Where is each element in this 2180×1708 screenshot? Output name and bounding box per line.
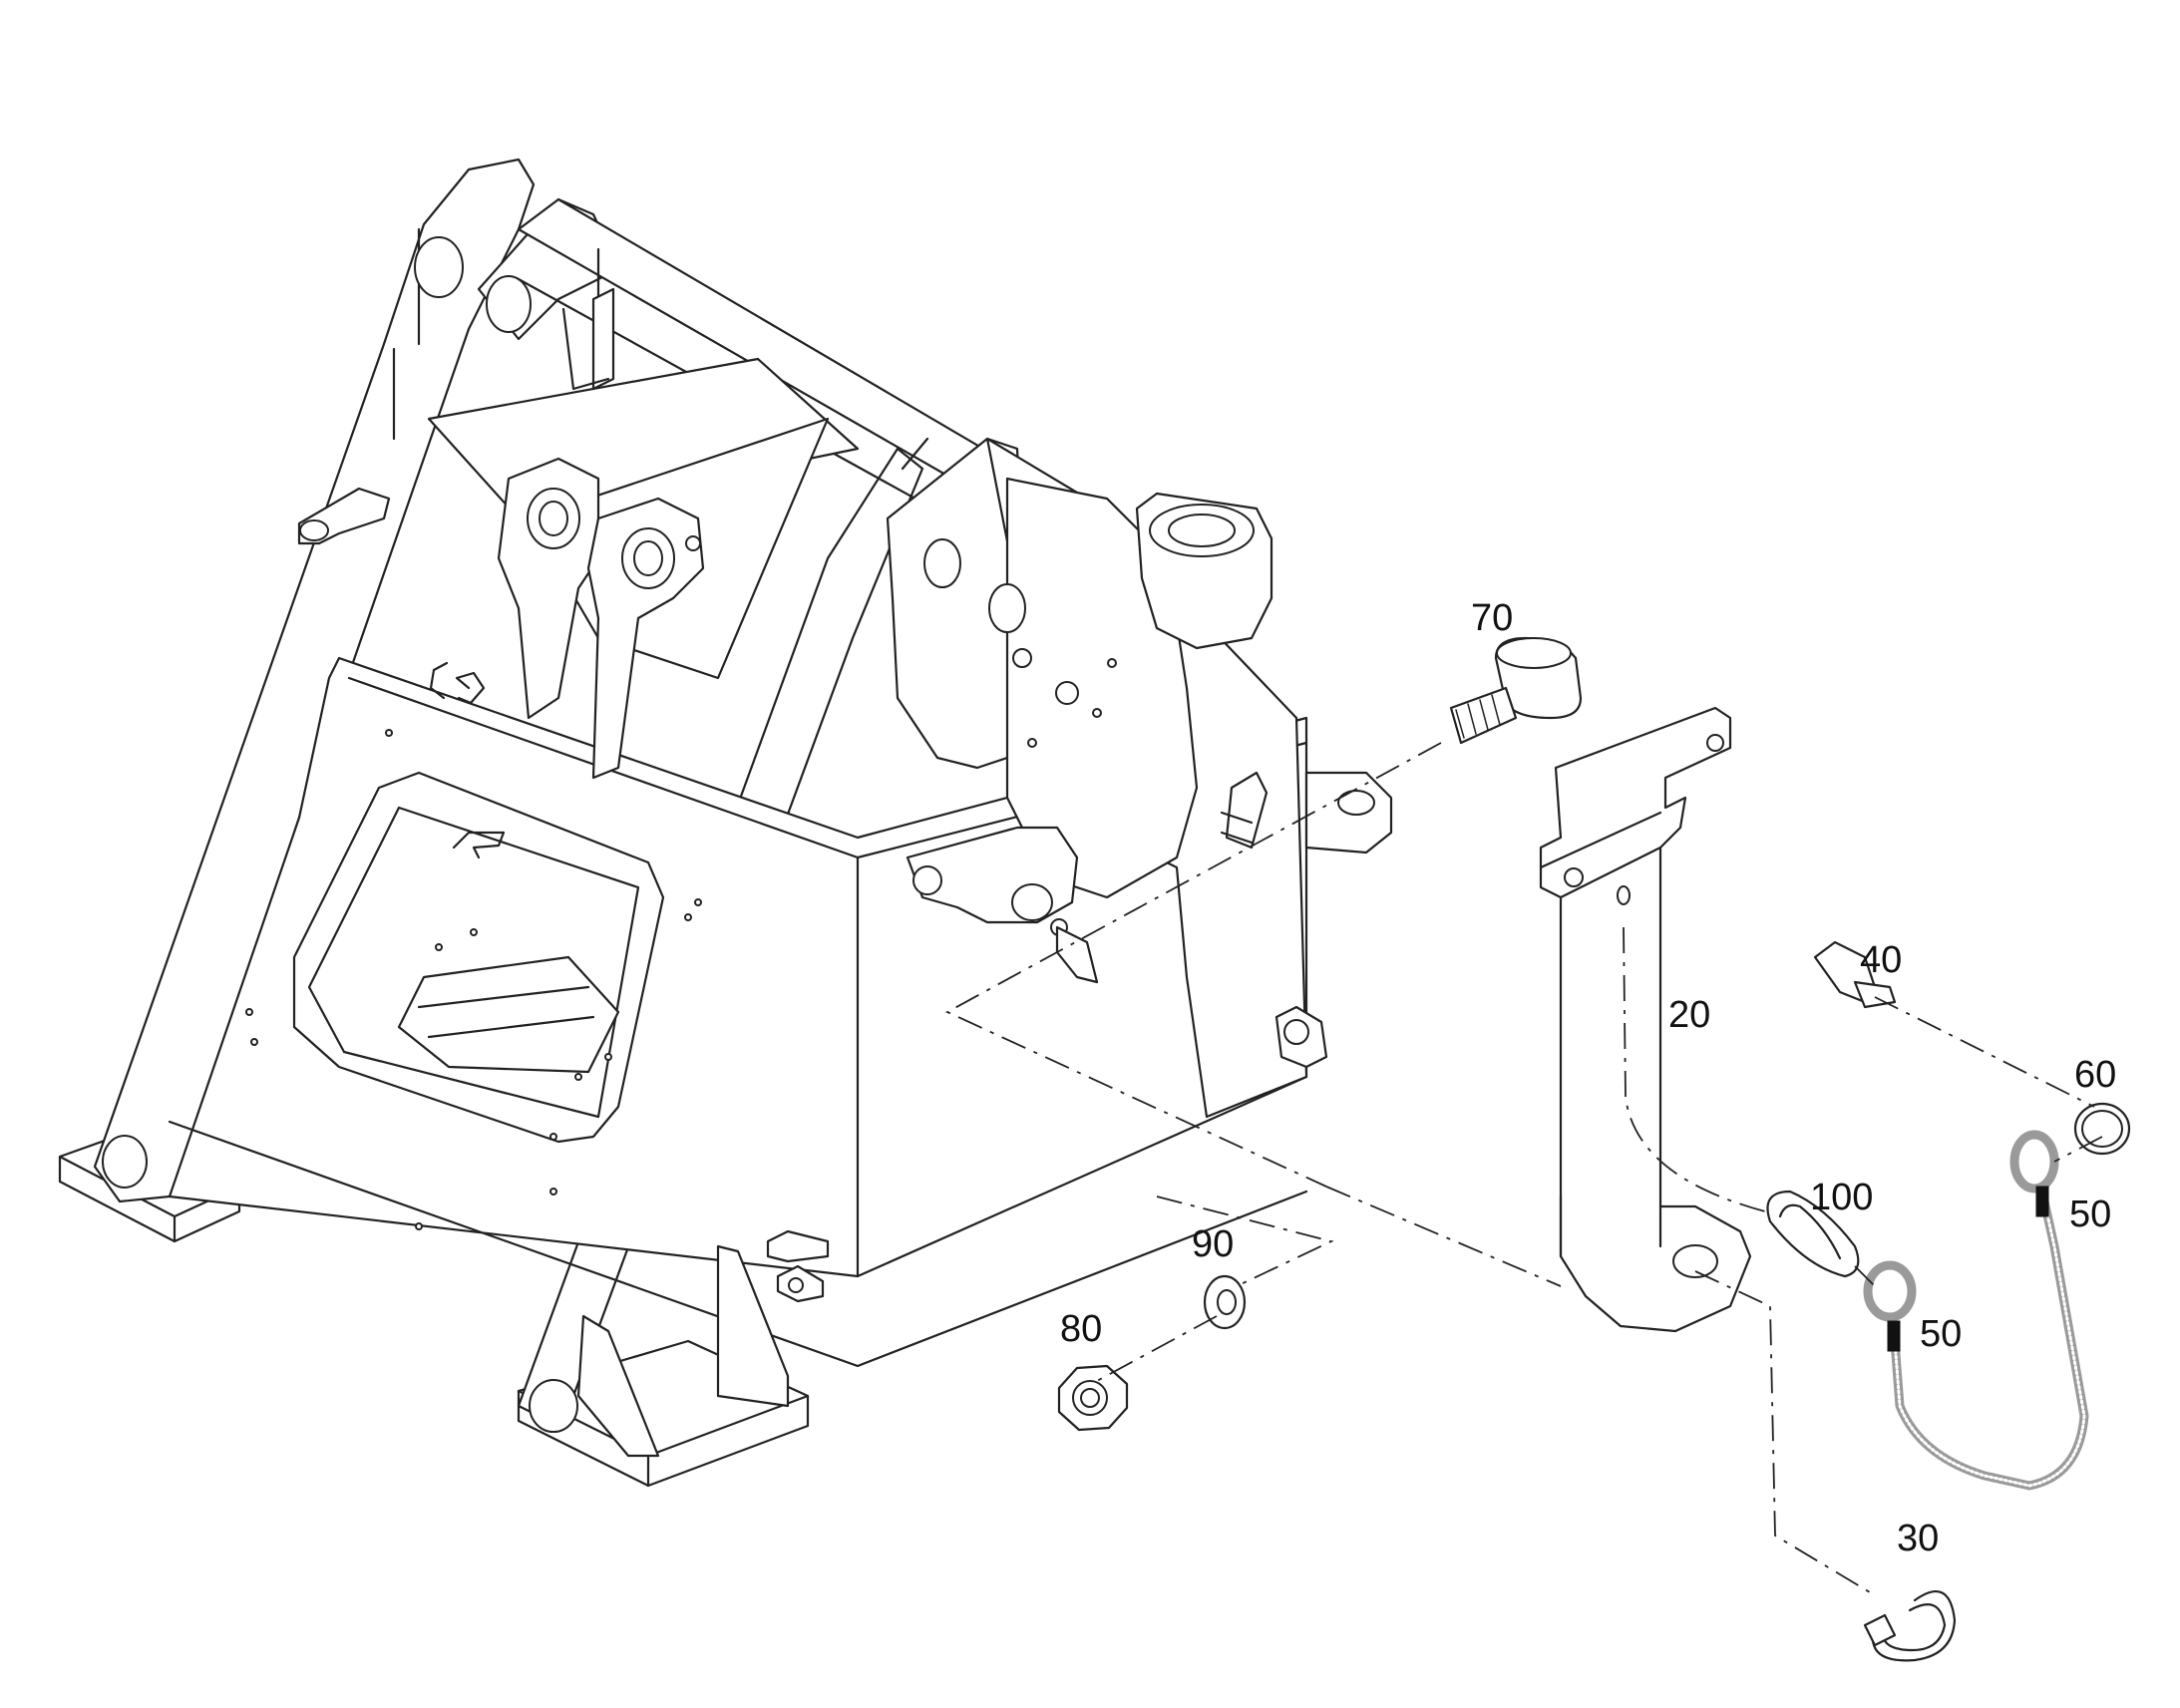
part-50-lanyard <box>1863 1130 2089 1491</box>
part-60-ring <box>2073 1102 2131 1156</box>
callout-90: 90 <box>1192 1223 1234 1265</box>
right-tower <box>886 437 1393 1119</box>
callout-40: 40 <box>1860 939 1902 981</box>
callout-50-lower: 50 <box>1920 1313 1962 1355</box>
part-90-washer <box>1203 1274 1247 1330</box>
callout-60: 60 <box>2074 1054 2116 1096</box>
part-70-bolt <box>1449 636 1583 745</box>
callout-80: 80 <box>1060 1308 1102 1350</box>
part-100-clip <box>1766 1190 1860 1278</box>
part-20-arm <box>1539 706 1752 1333</box>
callout-50-upper: 50 <box>2069 1194 2111 1235</box>
callout-labels: 70 20 40 60 100 50 50 90 80 30 <box>1060 597 2116 1559</box>
callout-70: 70 <box>1471 597 1513 639</box>
callout-30: 30 <box>1897 1518 1939 1559</box>
part-40-pin <box>1813 940 1897 1009</box>
part-30-snap-ring <box>1863 1590 1957 1662</box>
callout-100: 100 <box>1810 1177 1873 1218</box>
assembly-lines <box>944 742 2103 1596</box>
callout-20: 20 <box>1668 994 1710 1036</box>
part-80-nut <box>1057 1364 1129 1432</box>
